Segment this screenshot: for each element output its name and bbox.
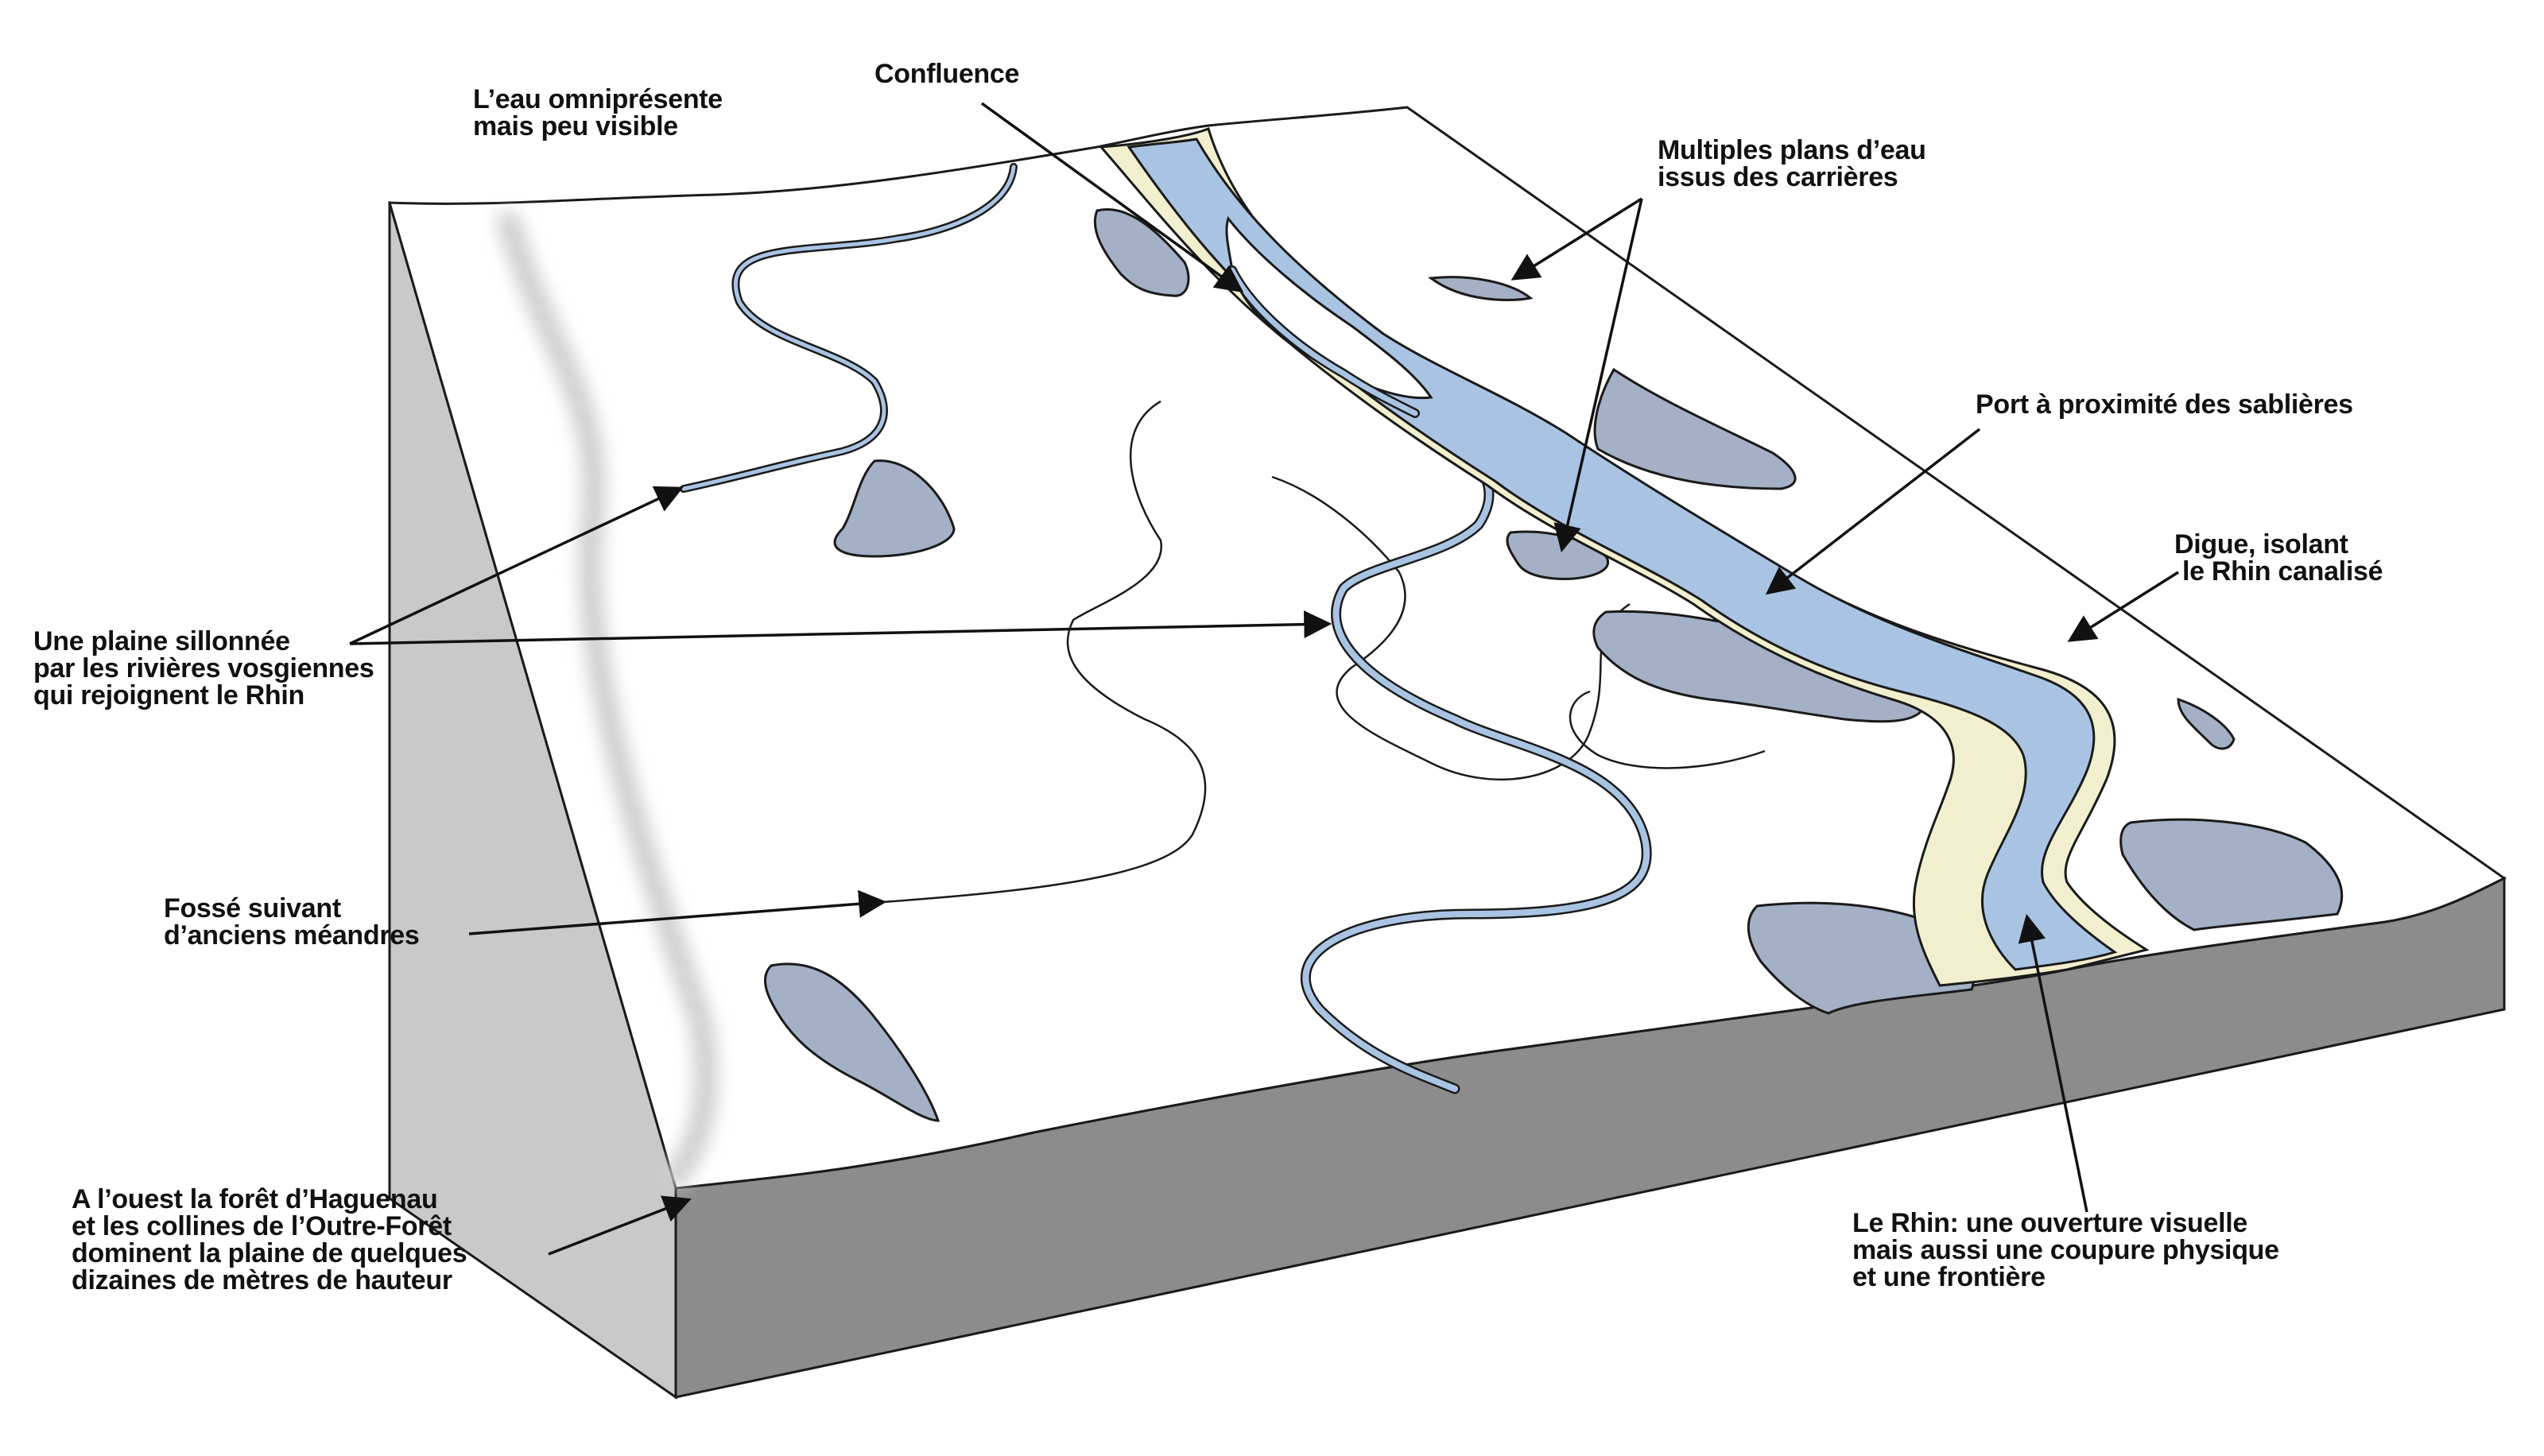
label-ouest: A l’ouest la forêt d’Haguenau et les col…: [72, 1186, 467, 1294]
arrow-rhin: [2018, 913, 2088, 1213]
label-ouest-line-4: dizaines de mètres de hauteur: [72, 1265, 452, 1295]
label-plans-eau-line-1: Multiples plans d’eau: [1658, 135, 1926, 165]
label-ouest-line-2: et les collines de l’Outre-Forêt: [72, 1211, 452, 1241]
label-port-line-1: Port à proximité des sablières: [1976, 389, 2353, 420]
ditch-1: [882, 400, 1207, 904]
label-digue-line-1: Digue, isolant: [2174, 529, 2348, 560]
label-fosse-line-1: Fossé suivant: [164, 893, 341, 924]
arrow-plans-eau-1: [1510, 197, 1642, 281]
label-digue: Digue, isolant le Rhin canalisé: [2174, 531, 2383, 585]
river-west-water: [681, 165, 1016, 491]
label-plans-eau: Multiples plans d’eau issus des carrière…: [1658, 137, 1926, 191]
lake-4: [1593, 367, 1797, 490]
label-plaine-line-3: qui rejoignent le Rhin: [33, 680, 304, 711]
label-eau-line-2: mais peu visible: [473, 111, 678, 141]
tributary-river-water: [1302, 418, 1650, 1092]
label-ouest-line-3: dominent la plaine de quelques: [72, 1238, 467, 1268]
label-plaine-line-1: Une plaine sillonnée: [33, 626, 290, 656]
label-fosse-line-2: d’anciens méandres: [164, 920, 420, 951]
label-confluence-line-1: Confluence: [874, 59, 1020, 89]
label-digue-line-2: le Rhin canalisé: [2182, 556, 2383, 587]
lake-2: [1428, 276, 1534, 301]
arrow-ouest: [548, 1195, 692, 1256]
label-eau-line-1: L’eau omniprésente: [473, 84, 723, 114]
label-ouest-line-1: A l’ouest la forêt d’Haguenau: [72, 1184, 438, 1214]
label-rhin-line-2: mais aussi une coupure physique: [1852, 1235, 2279, 1265]
label-confluence: Confluence: [874, 60, 1019, 87]
label-port: Port à proximité des sablières: [1976, 391, 2353, 418]
arrow-fosse: [468, 889, 887, 935]
label-rhin: Le Rhin: une ouverture visuelle mais aus…: [1852, 1210, 2279, 1291]
arrow-port: [1765, 428, 1981, 595]
arrow-plaine-2: [349, 610, 1332, 645]
lake-10: [2177, 697, 2236, 750]
forest-hills-shadow: [497, 211, 719, 1188]
label-fosse: Fossé suivant d’anciens méandres: [164, 895, 420, 949]
label-rhin-line-3: et une frontière: [1852, 1262, 2046, 1292]
ditch-2: [1271, 475, 1631, 780]
lake-1: [1093, 208, 1190, 297]
label-eau-omnipresente: L’eau omniprésente mais peu visible: [473, 86, 723, 140]
arrow-plaine-1: [349, 486, 684, 645]
ditch-3: [1569, 690, 1766, 769]
arrow-confluence: [980, 102, 1244, 293]
lake-3: [833, 459, 956, 558]
label-plaine: Une plaine sillonnée par les rivières vo…: [33, 628, 374, 709]
arrows: [349, 102, 2179, 1256]
label-rhin-line-1: Le Rhin: une ouverture visuelle: [1852, 1208, 2248, 1238]
confluence-channel-water: [1229, 267, 1418, 416]
lake-9: [2119, 818, 2344, 931]
label-plaine-line-2: par les rivières vosgiennes: [33, 653, 374, 683]
label-plans-eau-line-2: issus des carrières: [1658, 162, 1898, 192]
lake-7: [764, 962, 940, 1122]
arrow-digue: [2067, 571, 2179, 642]
arrow-plans-eau-2: [1553, 198, 1643, 553]
